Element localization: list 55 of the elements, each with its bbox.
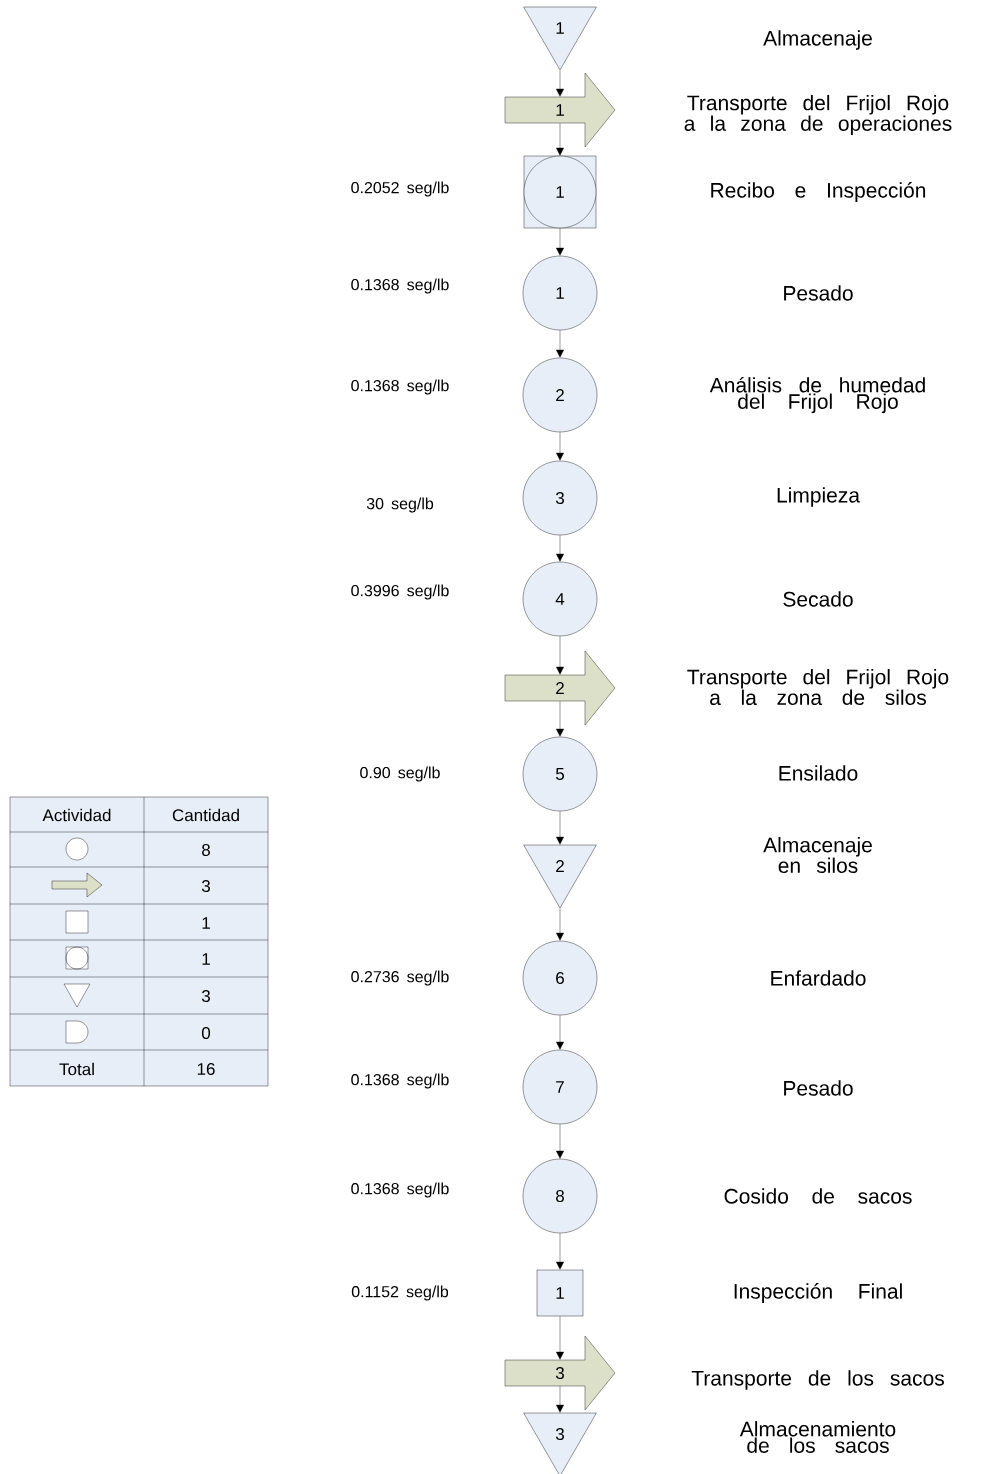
arrow (556, 1124, 564, 1159)
time-label: 0.1368 seg/lb (351, 278, 449, 294)
time-label: 0.2052 seg/lb (351, 181, 449, 197)
step-description: Pesado (784, 285, 853, 301)
time-label: 0.1152 seg/lb (351, 1285, 449, 1301)
inspection-square: 1 (536, 1269, 584, 1317)
arrow (556, 330, 564, 358)
time-label: 0.1368 seg/lb (351, 1182, 449, 1198)
arrow (556, 1015, 564, 1050)
step-description: Almacenamiento de los sacos (739, 1421, 896, 1453)
arrow (556, 70, 564, 97)
storage-triangle: 2 (523, 844, 597, 909)
step-description: Limpieza (777, 487, 860, 507)
table-header: Cantidad (172, 808, 239, 822)
step-description: Inspección Final (734, 1283, 902, 1303)
time-label: 0.1368 seg/lb (351, 379, 449, 395)
table-cell: 16 (197, 1063, 215, 1076)
step-description: Pesado (784, 1080, 853, 1096)
table-header: Actividad (42, 808, 111, 822)
step-description: Recibo e Inspección (711, 182, 926, 202)
time-label: 30 seg/lb (366, 497, 434, 513)
step-description: Secado (783, 591, 853, 607)
arrow (556, 123, 564, 156)
arrow (556, 1316, 564, 1360)
table-cell: 3 (201, 990, 210, 1003)
step-description: Transporte del Frijol Rojo a la zona de operaciones (684, 94, 952, 136)
time-label: 0.2736 seg/lb (351, 970, 449, 986)
step-description: Cosido de sacos (724, 1188, 912, 1204)
arrow (556, 811, 564, 845)
step-description: Almacenaje (763, 30, 872, 50)
arrow (556, 1233, 564, 1270)
step-description: Enfardado (771, 970, 866, 986)
step-description: Transporte del Frijol Rojo a la zona de silos (687, 669, 949, 705)
time-label: 0.3996 seg/lb (351, 584, 449, 600)
table-cell: 1 (202, 917, 210, 929)
storage-triangle: 1 (523, 6, 597, 71)
arrow (556, 535, 564, 562)
step-description: Almacenaje en silos (763, 837, 872, 873)
storage-triangle: 3 (523, 1412, 597, 1474)
arrow (556, 432, 564, 461)
table-cell: 0 (201, 1027, 211, 1040)
arrow (556, 1386, 564, 1413)
time-label: 0.90 seg/lb (360, 766, 440, 782)
table-cell: 3 (201, 880, 210, 893)
arrow (556, 228, 564, 256)
step-description: Transporte de los sacos (691, 1370, 944, 1390)
step-description: Análisis de humedad del Frijol Rojo (709, 376, 925, 414)
arrow (556, 701, 564, 737)
arrow (556, 636, 564, 675)
arrow (556, 908, 564, 941)
table-cell: 1 (202, 953, 210, 965)
time-label: 0.1368 seg/lb (351, 1073, 449, 1089)
table-cell: 8 (202, 844, 210, 857)
table-cell: Total (59, 1062, 94, 1076)
step-description: Ensilado (779, 765, 858, 781)
